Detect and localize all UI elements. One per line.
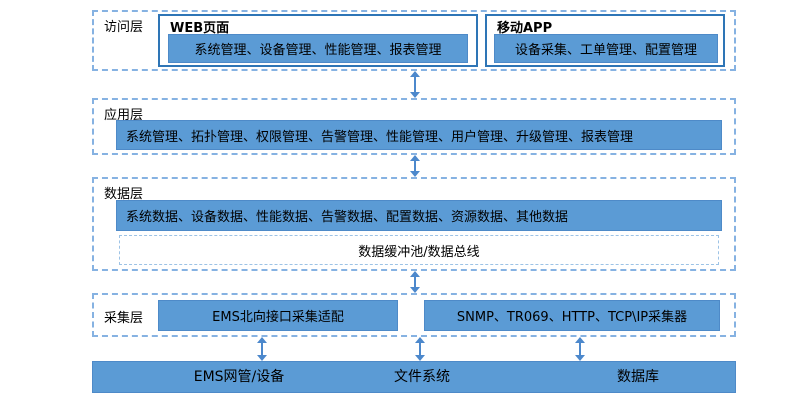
bidirectional-arrow-icon — [410, 71, 420, 98]
application-modules-bar: 系统管理、拓扑管理、权限管理、告警管理、性能管理、用户管理、升级管理、报表管理 — [116, 120, 722, 150]
data-layer-box: 数据层 系统数据、设备数据、性能数据、告警数据、配置数据、资源数据、其他数据 数… — [92, 177, 736, 271]
collection-layer-label: 采集层 — [104, 311, 144, 326]
access-layer-label: 访问层 — [104, 20, 144, 35]
bidirectional-arrow-icon — [575, 337, 585, 361]
bidirectional-arrow-icon — [410, 155, 420, 177]
application-layer-label: 应用层 — [104, 108, 144, 123]
web-page-box: WEB页面 系统管理、设备管理、性能管理、报表管理 — [158, 14, 478, 67]
application-layer-box: 应用层 系统管理、拓扑管理、权限管理、告警管理、性能管理、用户管理、升级管理、报… — [92, 98, 736, 155]
bidirectional-arrow-icon — [415, 337, 425, 361]
data-bus-box: 数据缓冲池/数据总线 — [119, 235, 719, 265]
mobile-app-modules-bar: 设备采集、工单管理、配置管理 — [494, 34, 718, 63]
database-label: 数据库 — [617, 369, 659, 385]
protocol-collectors-box: SNMP、TR069、HTTP、TCP\IP采集器 — [424, 300, 720, 331]
bidirectional-arrow-icon — [257, 337, 267, 361]
web-page-modules-bar: 系统管理、设备管理、性能管理、报表管理 — [168, 34, 468, 63]
web-page-title: WEB页面 — [170, 21, 230, 36]
bidirectional-arrow-icon — [410, 271, 420, 293]
resource-bar: EMS网管/设备 文件系统 数据库 — [92, 361, 736, 393]
collection-layer-box: 采集层 EMS北向接口采集适配 SNMP、TR069、HTTP、TCP\IP采集… — [92, 293, 736, 337]
data-layer-label: 数据层 — [104, 187, 144, 202]
file-system-label: 文件系统 — [394, 369, 450, 385]
ems-adapter-box: EMS北向接口采集适配 — [158, 300, 398, 331]
mobile-app-title: 移动APP — [497, 21, 553, 36]
ems-device-label: EMS网管/设备 — [193, 369, 285, 385]
data-types-bar: 系统数据、设备数据、性能数据、告警数据、配置数据、资源数据、其他数据 — [116, 200, 722, 231]
access-layer-box: 访问层 WEB页面 系统管理、设备管理、性能管理、报表管理 移动APP 设备采集… — [92, 10, 736, 71]
mobile-app-box: 移动APP 设备采集、工单管理、配置管理 — [485, 14, 725, 67]
